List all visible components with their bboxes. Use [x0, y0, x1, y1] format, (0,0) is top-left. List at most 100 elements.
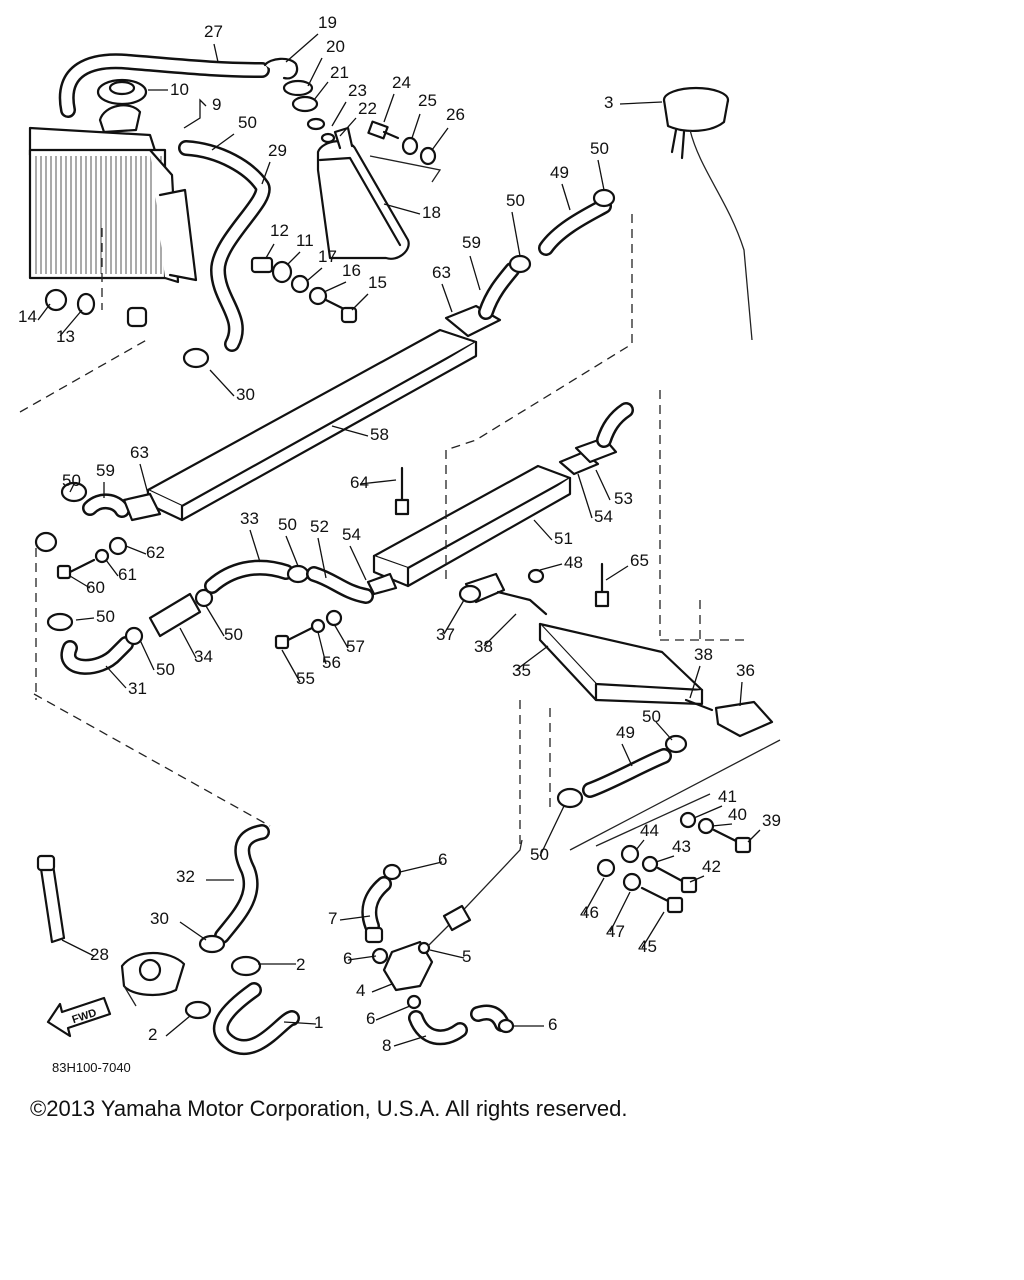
- callout-56: 56: [322, 653, 341, 672]
- radiator: [28, 78, 198, 328]
- callout-50: 50: [590, 139, 609, 158]
- callout-33: 33: [240, 509, 259, 528]
- reservoir-tank: [316, 126, 442, 260]
- callout-21: 21: [330, 63, 349, 82]
- callout-24: 24: [392, 73, 411, 92]
- pump-joint: [120, 952, 300, 1055]
- pipe-59-lower: [34, 481, 162, 553]
- callout-50: 50: [278, 515, 297, 534]
- assembly-guide-lines: [19, 214, 781, 851]
- callout-46: 46: [580, 903, 599, 922]
- callout-8: 8: [382, 1036, 391, 1055]
- callout-43: 43: [672, 837, 691, 856]
- callout-61: 61: [118, 565, 137, 584]
- callout-38: 38: [474, 637, 493, 656]
- hose-29: [178, 140, 271, 352]
- callout-50: 50: [530, 845, 549, 864]
- callout-27: 27: [204, 22, 223, 41]
- callout-41: 41: [718, 787, 737, 806]
- callout-63: 63: [432, 263, 451, 282]
- callout-59: 59: [96, 461, 115, 480]
- callout-6: 6: [366, 1009, 375, 1028]
- callout-30: 30: [236, 385, 255, 404]
- bolt-set-60-62: [56, 536, 128, 580]
- callout-50: 50: [62, 471, 81, 490]
- callout-35: 35: [512, 661, 531, 680]
- callout-6: 6: [438, 850, 447, 869]
- callout-32: 32: [176, 867, 195, 886]
- clamp-30: [182, 347, 210, 369]
- callout-30: 30: [150, 909, 169, 928]
- thermostat-housing: [361, 839, 523, 1046]
- fittings-36-38: [458, 568, 774, 738]
- callout-50: 50: [96, 607, 115, 626]
- callout-10: 10: [170, 80, 189, 99]
- bolt-set-39-47: [596, 811, 752, 914]
- callout-50: 50: [238, 113, 257, 132]
- callout-5: 5: [462, 947, 471, 966]
- callout-50: 50: [156, 660, 175, 679]
- callout-12: 12: [270, 221, 289, 240]
- callout-3: 3: [604, 93, 613, 112]
- bleed-bolt-64: [394, 466, 410, 516]
- callout-50: 50: [506, 191, 525, 210]
- callout-13: 13: [56, 327, 75, 346]
- callout-59: 59: [462, 233, 481, 252]
- callout-11: 11: [296, 231, 314, 250]
- callout-23: 23: [348, 81, 367, 100]
- callout-36: 36: [736, 661, 755, 680]
- callout-40: 40: [728, 805, 747, 824]
- pipe-53: [558, 402, 634, 476]
- forward-arrow-icon: FWD: [46, 996, 112, 1038]
- callout-52: 52: [310, 517, 329, 536]
- hose-31: [46, 612, 134, 675]
- callout-42: 42: [702, 857, 721, 876]
- fitting-set-11-17: [250, 256, 358, 324]
- hose-49-lower: [556, 734, 688, 809]
- callout-38: 38: [694, 645, 713, 664]
- cover-58: [146, 328, 478, 522]
- callout-50: 50: [224, 625, 243, 644]
- callout-58: 58: [370, 425, 389, 444]
- callout-9: 9: [212, 95, 221, 114]
- callout-48: 48: [564, 553, 583, 572]
- callout-18: 18: [422, 203, 441, 222]
- hose-49-upper: [508, 188, 616, 274]
- cooling-system-exploded-diagram: FWD: [18, 13, 781, 1075]
- overflow-hose-27: [58, 53, 270, 118]
- callout-7: 7: [328, 909, 337, 928]
- callout-45: 45: [638, 937, 657, 956]
- callout-25: 25: [418, 91, 437, 110]
- callout-leaders: [37, 33, 761, 1047]
- strap-28: [36, 854, 66, 944]
- temperature-sender: [662, 86, 753, 341]
- bleed-bolt-65: [594, 562, 610, 608]
- heat-exchanger-35: [538, 622, 704, 706]
- callout-44: 44: [640, 821, 659, 840]
- callout-54: 54: [594, 507, 613, 526]
- callout-54: 54: [342, 525, 361, 544]
- callout-2: 2: [148, 1025, 157, 1044]
- bolt-set-55-57: [274, 609, 343, 650]
- radiator-fasteners: [44, 288, 96, 316]
- callout-15: 15: [368, 273, 387, 292]
- callout-31: 31: [128, 679, 147, 698]
- callout-51: 51: [554, 529, 573, 548]
- callout-53: 53: [614, 489, 633, 508]
- callout-6: 6: [548, 1015, 557, 1034]
- callout-29: 29: [268, 141, 287, 160]
- callout-37: 37: [436, 625, 455, 644]
- callout-63: 63: [130, 443, 149, 462]
- callout-6: 6: [343, 949, 352, 968]
- cover-51: [366, 464, 572, 596]
- callout-55: 55: [296, 669, 315, 688]
- callout-26: 26: [446, 105, 465, 124]
- reservoir-cap-assembly: [263, 57, 336, 144]
- tank-bolt-set: [367, 120, 437, 166]
- callout-49: 49: [550, 163, 569, 182]
- callout-19: 19: [318, 13, 337, 32]
- callout-62: 62: [146, 543, 165, 562]
- callout-49: 49: [616, 723, 635, 742]
- callout-28: 28: [90, 945, 109, 964]
